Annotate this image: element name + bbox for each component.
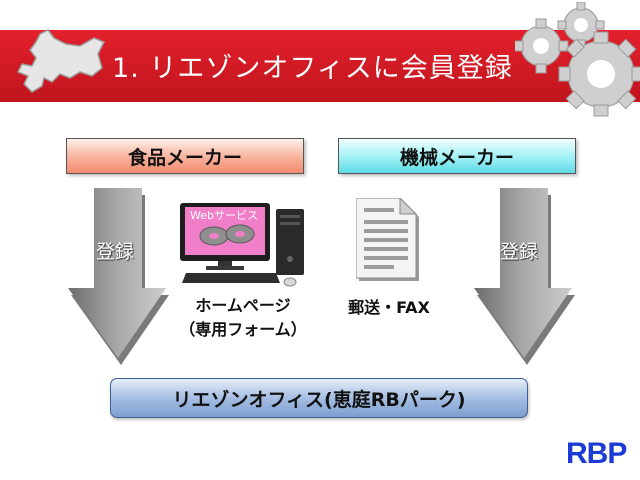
food-maker-box: 食品メーカー [66, 138, 304, 174]
register-arrow-right [474, 188, 575, 365]
page-title: 1. リエゾンオフィスに会員登録 [112, 53, 513, 84]
mail-caption: 郵送・FAX [348, 298, 430, 317]
liaison-office-box: リエゾンオフィス(恵庭RBパーク) [110, 378, 528, 418]
document-icon [356, 198, 419, 281]
hokkaido-map-icon [16, 29, 106, 93]
pc-caption-line1: ホームページ [195, 296, 291, 315]
arrow-label-right: 登録 [500, 241, 539, 263]
pc-caption-line2: （専用フォーム） [179, 320, 307, 339]
computer-icon [180, 203, 304, 287]
pc-screen-text: Webサービス [190, 209, 258, 222]
register-arrow-left [68, 188, 169, 365]
machine-maker-box: 機械メーカー [338, 138, 576, 174]
gears-icon [515, 2, 640, 117]
rbp-logo: RBP [566, 437, 627, 470]
arrow-label-left: 登録 [96, 241, 135, 263]
